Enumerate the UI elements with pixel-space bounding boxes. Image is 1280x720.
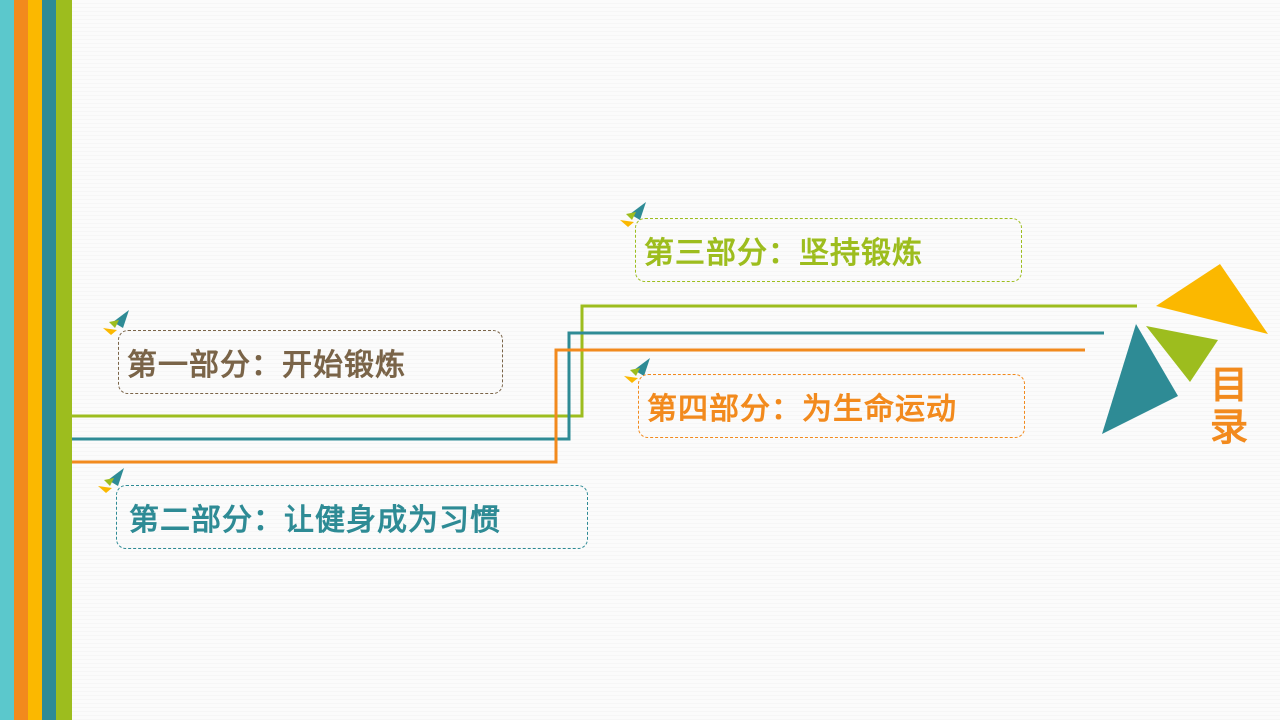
triangles-logo-icon [1102, 264, 1268, 434]
title-char-2: 录 [1209, 405, 1248, 449]
section-3-label: 第三部分：坚持锻炼 [644, 236, 923, 271]
title-char-1: 目 [1209, 363, 1248, 407]
triangle-flag-icon [620, 202, 646, 227]
connector-line-teal [72, 331, 1104, 441]
section-4-label: 第四部分：为生命运动 [647, 392, 957, 427]
section-3-box[interactable]: 第三部分：坚持锻炼 [635, 218, 1022, 282]
section-2-label: 第二部分：让健身成为习惯 [129, 503, 501, 538]
section-2-box[interactable]: 第二部分：让健身成为习惯 [116, 485, 588, 549]
stripe-yellow [28, 0, 42, 720]
page-title: 目 录 [1205, 364, 1253, 448]
section-1-label: 第一部分：开始锻炼 [127, 348, 406, 383]
stripe-teal-dark [42, 0, 56, 720]
triangle-flag-icon [103, 310, 129, 335]
connector-line-green [72, 304, 1137, 418]
stripe-orange [14, 0, 28, 720]
section-1-box[interactable]: 第一部分：开始锻炼 [118, 330, 503, 394]
connector-line-orange [72, 348, 1085, 464]
stripe-teal-light [0, 0, 14, 720]
triangle-flag-icon [624, 358, 650, 383]
stripe-green [56, 0, 72, 720]
section-4-box[interactable]: 第四部分：为生命运动 [638, 374, 1025, 438]
triangle-flag-icon [98, 468, 124, 493]
